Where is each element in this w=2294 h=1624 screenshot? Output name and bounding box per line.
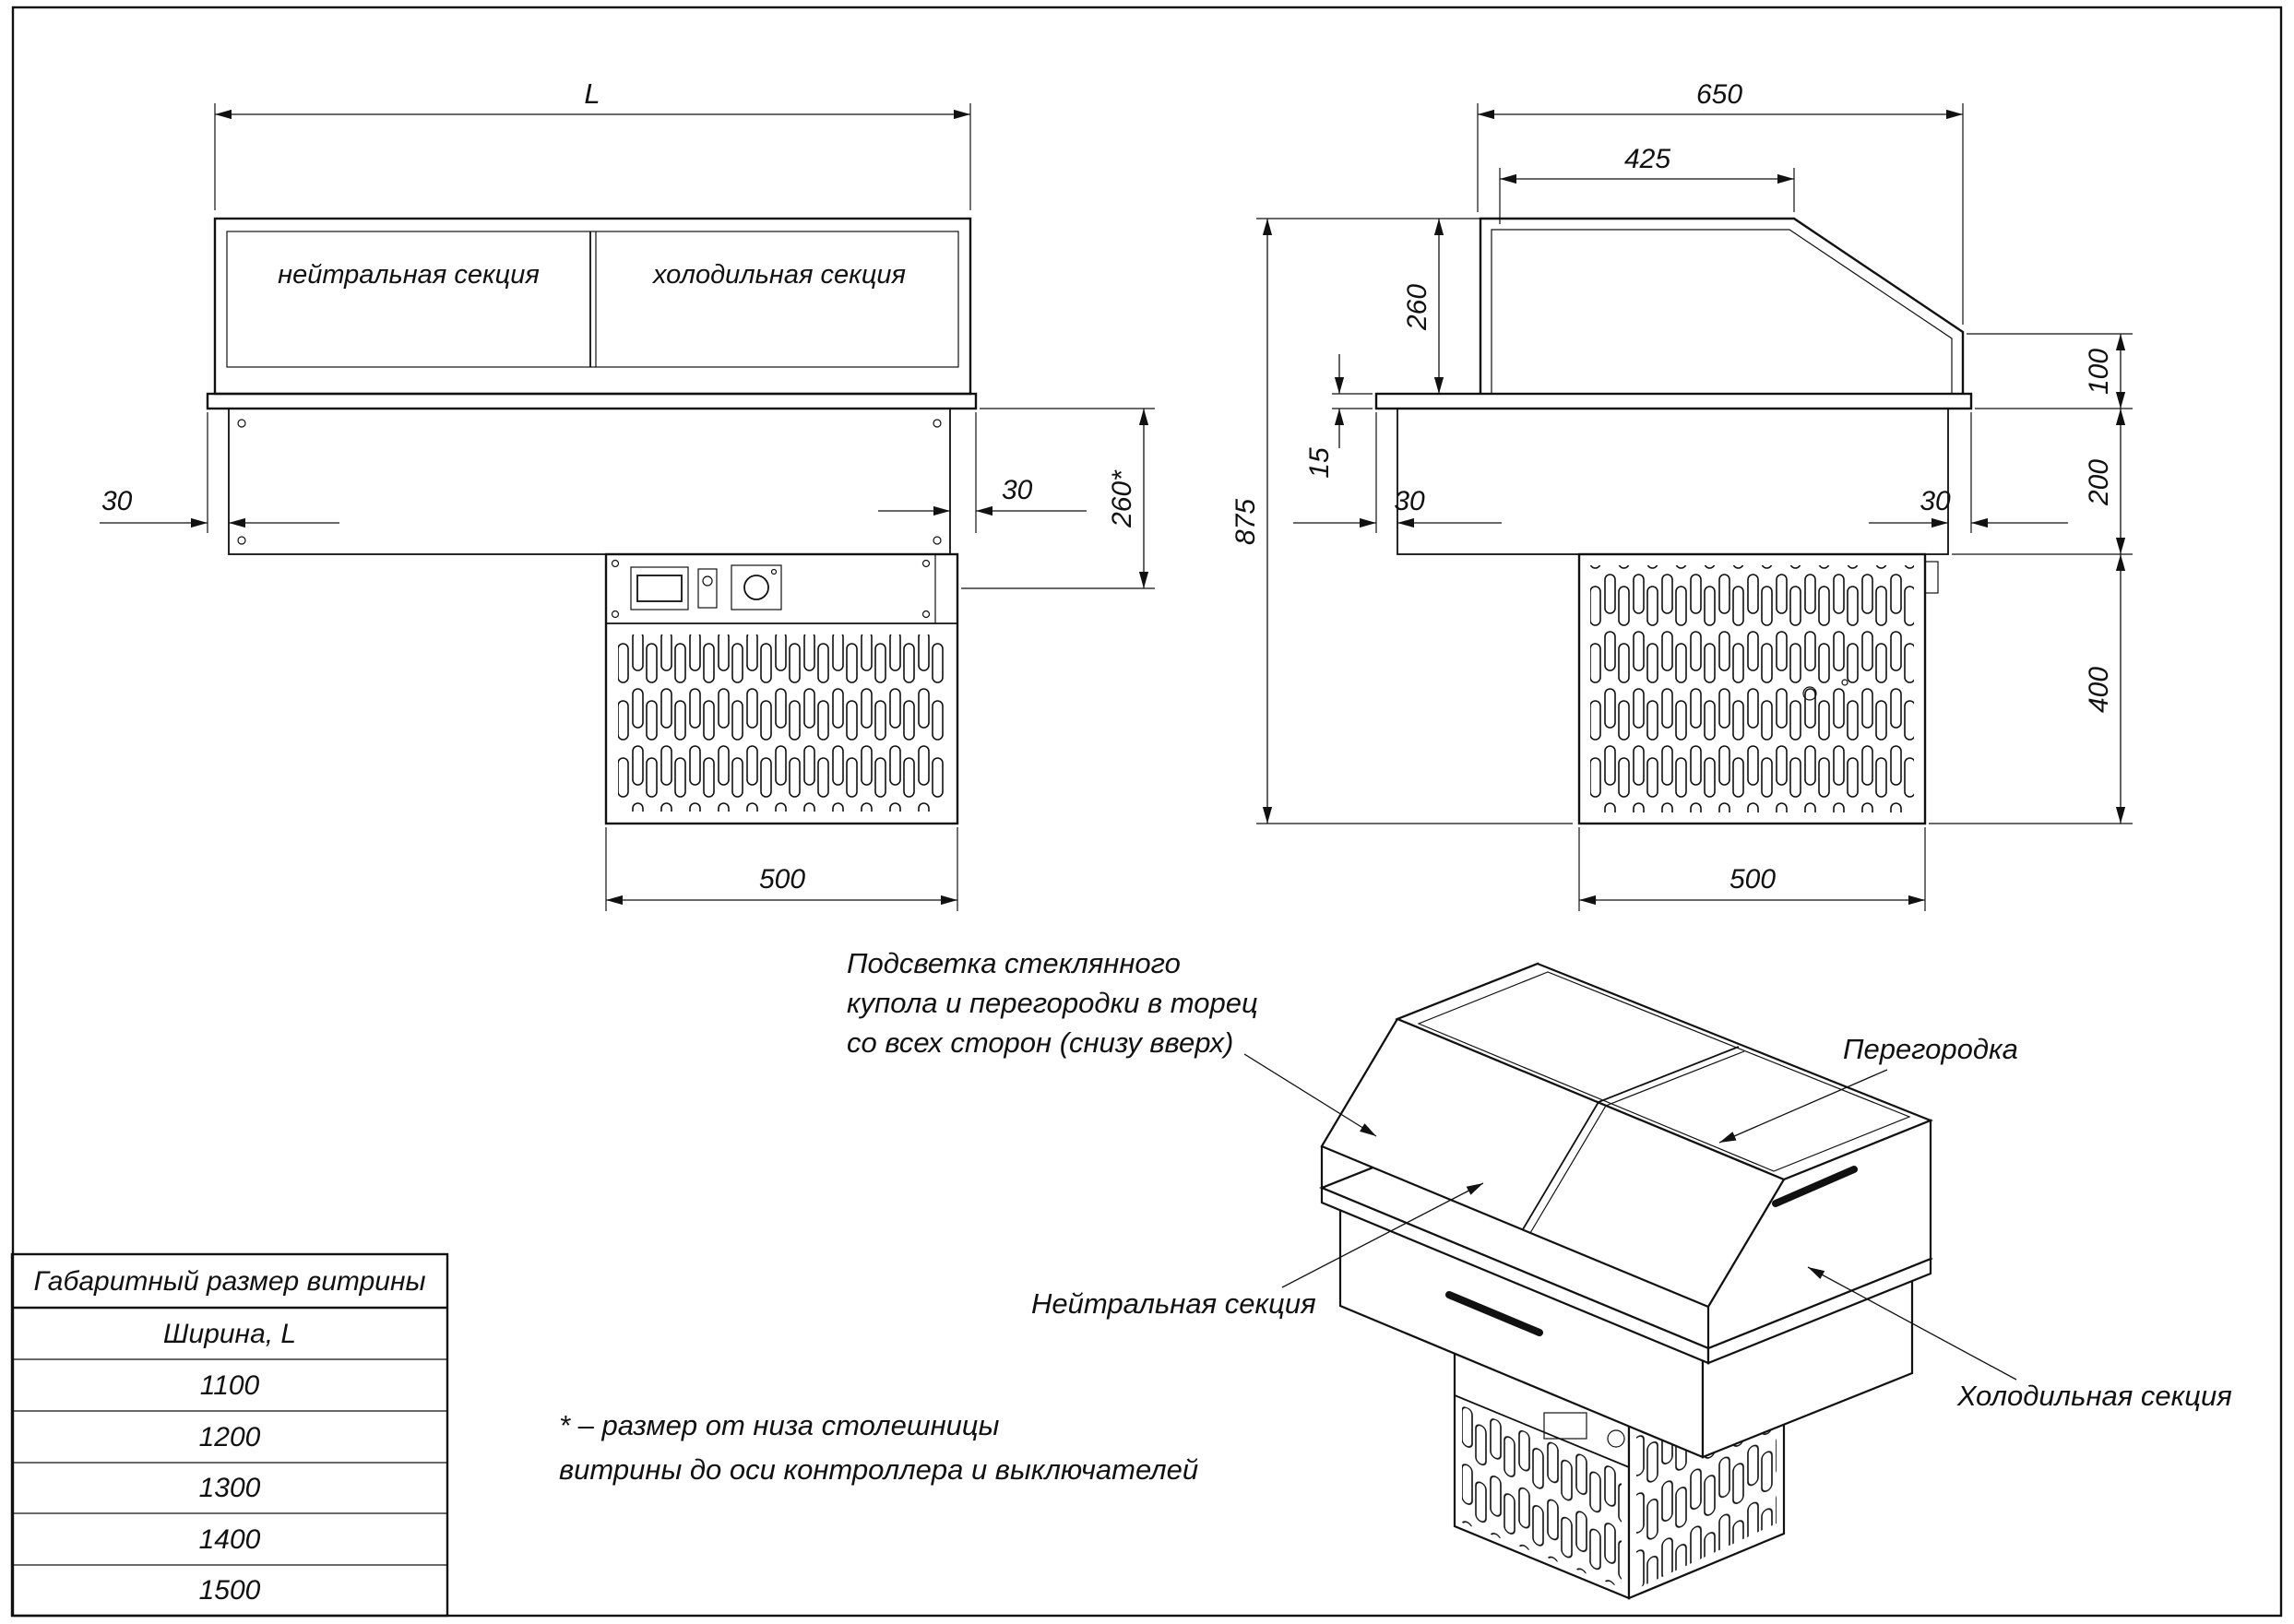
front-view: L нейтральная секция холодильная секция — [100, 77, 1155, 911]
side-condenser-box — [1577, 552, 1927, 825]
dim-label-100: 100 — [2084, 349, 2114, 395]
switch-plate — [731, 564, 782, 610]
isometric-view: Подсветка стеклянного купола и перегород… — [847, 947, 2232, 1600]
iso-light-slot — [1772, 1166, 1858, 1207]
dim-label-260-side: 260 — [1402, 284, 1432, 331]
table-row-1300: 1300 — [199, 1473, 261, 1503]
dim-label-30-right: 30 — [1002, 475, 1033, 505]
dim-label-30-side-left: 30 — [1394, 486, 1425, 516]
table-row-1500: 1500 — [199, 1575, 261, 1606]
iso-partition — [1522, 1046, 1740, 1230]
front-body — [228, 408, 951, 555]
side-body — [1397, 408, 1949, 555]
callout-partition: Перегородка — [1843, 1033, 2018, 1065]
controller-display — [630, 566, 689, 610]
side-glass-dome — [1479, 217, 1965, 394]
front-condenser-box — [604, 552, 959, 825]
iso-handle-slot — [1445, 1291, 1543, 1336]
iso-controller — [1543, 1412, 1587, 1440]
dim-label-400: 400 — [2084, 667, 2114, 713]
dim-label-30-side-right: 30 — [1920, 486, 1951, 516]
dim-label-650: 650 — [1696, 79, 1742, 110]
dim-label-15: 15 — [1304, 447, 1335, 479]
callout-cold: Холодильная секция — [1956, 1380, 2232, 1412]
toggle-switch — [697, 568, 718, 609]
table-header-width: Ширина, L — [163, 1319, 296, 1349]
front-countertop — [206, 392, 978, 410]
callout-light-line3: со всех сторон (снизу вверх) — [847, 1026, 1233, 1059]
callout-neutral: Нейтральная секция — [1031, 1287, 1316, 1320]
dim-label-500-side: 500 — [1729, 864, 1776, 895]
table-row-1100: 1100 — [200, 1370, 260, 1401]
table-row-1200: 1200 — [199, 1422, 261, 1452]
table-title: Габаритный размер витрины — [33, 1266, 425, 1297]
dim-label-200: 200 — [2084, 459, 2114, 506]
side-countertop — [1374, 392, 1973, 410]
ventilation-grille-front — [618, 634, 945, 812]
footnote-line1: * – размер от низа столешницы — [559, 1409, 1000, 1441]
side-view: 650 425 875 260 15 30 — [1230, 79, 2133, 911]
label-neutral-section: нейтральная секция — [278, 260, 540, 290]
drawing-frame — [11, 6, 2283, 1618]
dim-label-30-left: 30 — [101, 486, 133, 516]
footnote-line2: витрины до оси контроллера и выключателе… — [559, 1453, 1198, 1486]
callout-light-line2: купола и перегородки в торец — [847, 987, 1258, 1019]
iso-dome-right-end — [1706, 1119, 1932, 1350]
dim-label-260-star: 260* — [1107, 469, 1137, 528]
footnote: * – размер от низа столешницы витрины до… — [559, 1409, 1198, 1486]
callout-light-line1: Подсветка стеклянного — [847, 947, 1181, 979]
table-row-1400: 1400 — [199, 1524, 261, 1555]
size-table: Габаритный размер витрины Ширина, L 1100… — [10, 1252, 449, 1618]
label-cold-section: холодильная секция — [651, 260, 906, 290]
dim-label-500-front: 500 — [759, 864, 805, 895]
ventilation-grille-side — [1590, 565, 1914, 812]
dim-label-425: 425 — [1624, 144, 1670, 174]
dim-label-length: L — [584, 77, 600, 110]
dim-label-875: 875 — [1230, 499, 1261, 545]
